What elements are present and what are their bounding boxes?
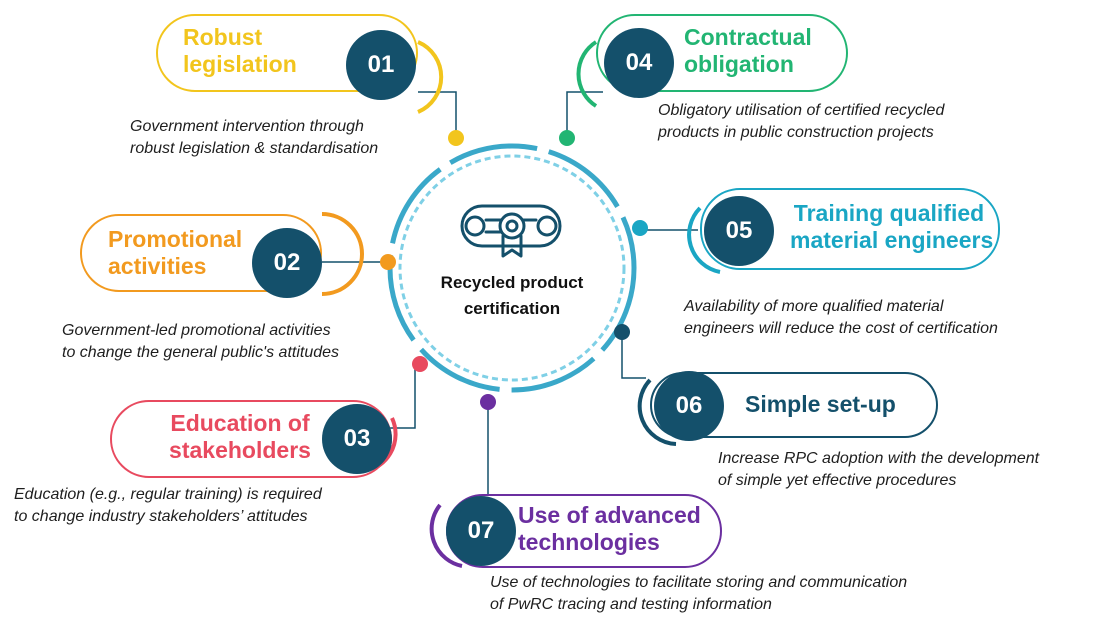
desc-02-line2: to change the general public's attitudes [62, 344, 340, 361]
dot-01 [448, 130, 464, 146]
accent-arc-04 [576, 40, 598, 108]
title-07-line1: Use of advanced [518, 502, 701, 528]
number-circle-07: 07 [446, 496, 516, 566]
title-05-line1: Training qualified [793, 200, 985, 226]
center-title-line2: certification [463, 299, 561, 318]
number-circle-01: 01 [346, 30, 416, 100]
dot-05 [632, 220, 648, 236]
title-06-line1: Simple set-up [745, 391, 896, 417]
title-02-line1: Promotional [108, 226, 243, 252]
dot-02 [380, 254, 396, 270]
title-04-line2: obligation [684, 51, 794, 77]
title-01-line2: legislation [183, 51, 297, 77]
title-02: Promotional activities [108, 226, 242, 280]
dot-07 [480, 394, 496, 410]
center-ring-inner [398, 154, 626, 382]
desc-04: Obligatory utilisation of certified recy… [658, 100, 944, 144]
title-07-line2: technologies [518, 529, 660, 555]
desc-06-line2: of simple yet effective procedures [718, 472, 957, 489]
number-circle-06: 06 [654, 371, 724, 441]
title-07: Use of advanced technologies [518, 502, 701, 556]
accent-arc-05 [687, 206, 721, 274]
desc-06: Increase RPC adoption with the developme… [718, 448, 1039, 492]
number-circle-04: 04 [604, 28, 674, 98]
center-title: Recycled product certification [404, 270, 620, 322]
number-circle-02: 02 [252, 228, 322, 298]
center-disc [407, 163, 617, 373]
desc-03-line2: to change industry stakeholders’ attitud… [14, 508, 308, 525]
title-01-line1: Robust [183, 24, 263, 50]
connector-06 [621, 332, 646, 379]
desc-05: Availability of more qualified material … [684, 296, 998, 340]
desc-02: Government-led promotional activities to… [62, 320, 339, 364]
desc-03: Education (e.g., regular training) is re… [14, 484, 322, 528]
desc-07: Use of technologies to facilitate storin… [490, 572, 907, 616]
desc-04-line2: products in public construction projects [658, 124, 934, 141]
desc-05-line1: Availability of more qualified material [684, 298, 944, 315]
desc-07-line1: Use of technologies to facilitate storin… [490, 574, 908, 591]
desc-03-line1: Education (e.g., regular training) is re… [14, 486, 322, 503]
title-06: Simple set-up [745, 391, 896, 418]
accent-arc-06 [637, 378, 677, 446]
title-04-line1: Contractual [684, 24, 812, 50]
desc-07-line2: of PwRC tracing and testing information [490, 596, 772, 613]
center-title-line1: Recycled product [440, 273, 584, 292]
title-04: Contractual obligation [684, 24, 812, 78]
connector-01 [418, 91, 457, 138]
desc-01-line2: robust legislation & standardisation [130, 140, 379, 157]
title-05: Training qualified material engineers [790, 200, 994, 254]
title-05-line2: material engineers [790, 227, 994, 253]
dot-06 [614, 324, 630, 340]
desc-05-line2: engineers will reduce the cost of certif… [684, 320, 998, 337]
desc-06-line1: Increase RPC adoption with the developme… [718, 450, 1040, 467]
desc-01-line1: Government intervention through [130, 118, 364, 135]
title-03-line2: stakeholders [169, 437, 311, 463]
title-02-line2: activities [108, 253, 207, 279]
connector-04 [566, 91, 603, 138]
accent-arc-01 [417, 40, 444, 114]
desc-01: Government intervention through robust l… [130, 116, 378, 160]
desc-02-line1: Government-led promotional activities [62, 322, 331, 339]
title-03-line1: Education of [170, 410, 310, 436]
title-01: Robust legislation [183, 24, 297, 78]
title-03: Education of stakeholders [155, 410, 325, 464]
number-circle-03: 03 [322, 404, 392, 474]
desc-04-line1: Obligatory utilisation of certified recy… [658, 102, 945, 119]
dot-04 [559, 130, 575, 146]
dot-03 [412, 356, 428, 372]
certificate-scroll-icon [460, 204, 562, 258]
number-circle-05: 05 [704, 196, 774, 266]
accent-arc-02 [321, 212, 364, 296]
accent-arc-07 [429, 503, 463, 568]
